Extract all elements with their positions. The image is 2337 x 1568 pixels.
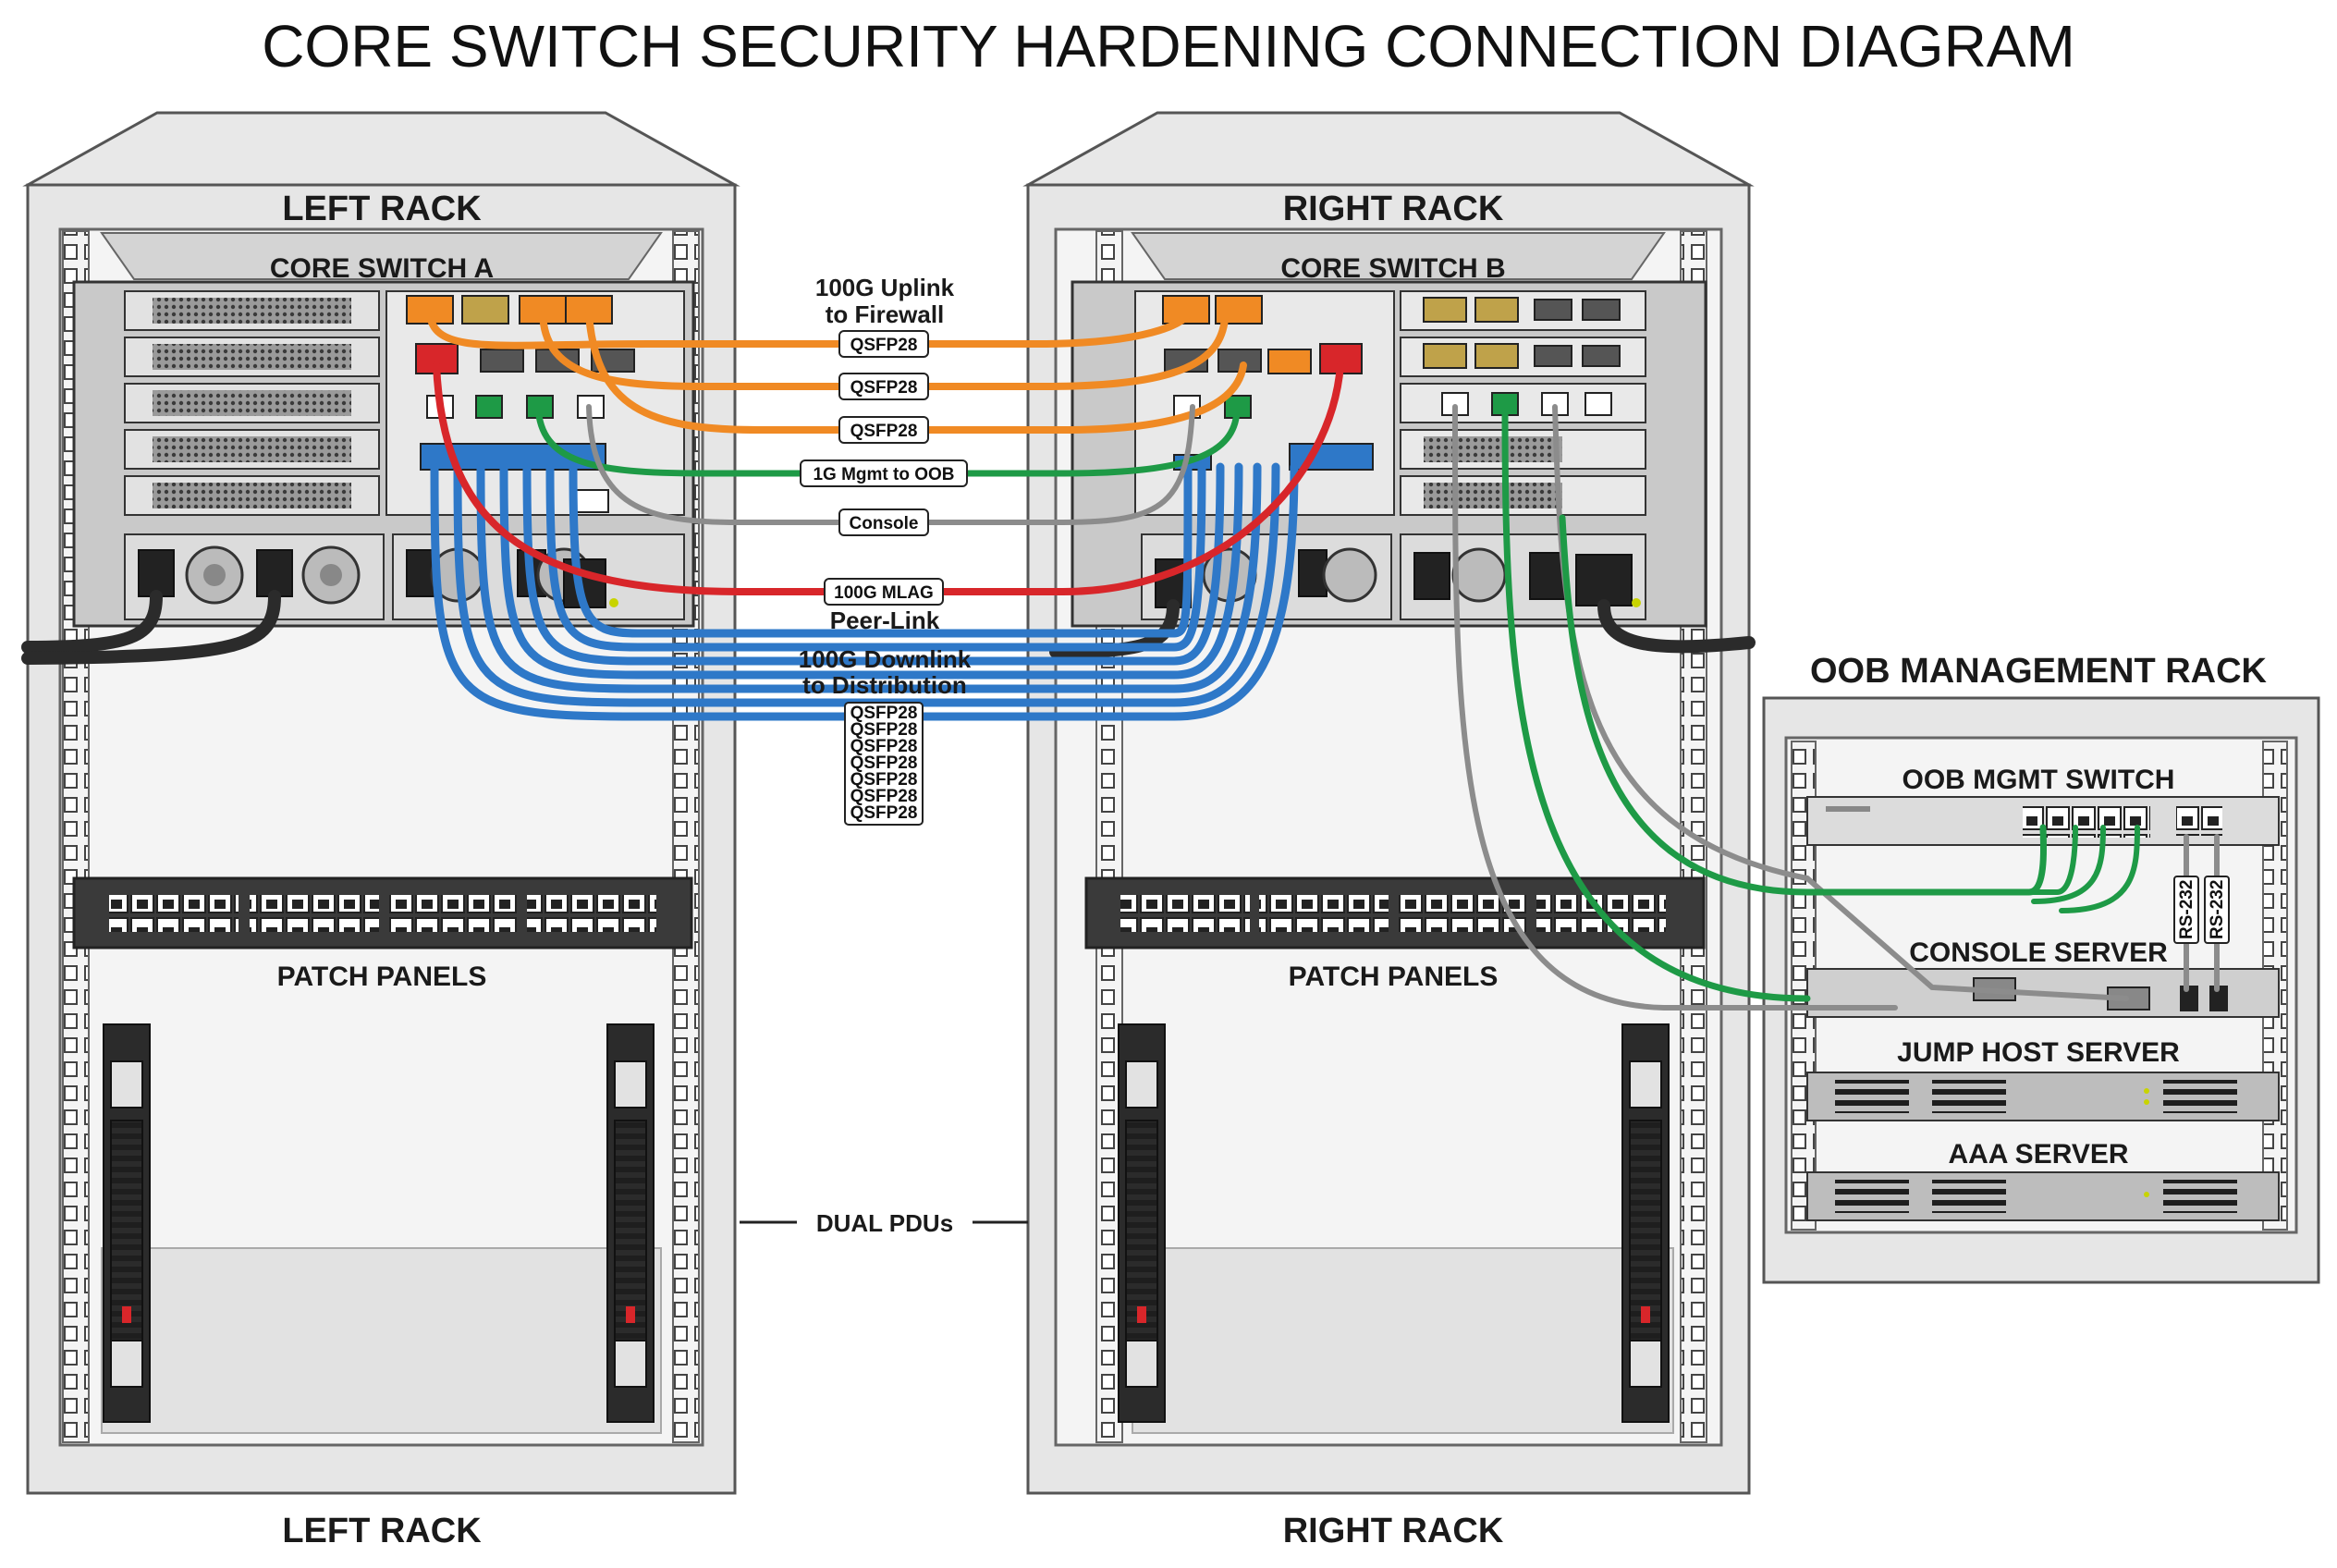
console-cable [1552,404,2129,1001]
pdu-left-2 [606,1023,655,1423]
core-switch-a [72,280,695,628]
left-rack: LEFT RACK [22,111,740,1550]
uplink-cable [426,311,1192,349]
dual-pdus-callout: DUAL PDUs [740,1209,1028,1237]
downlink-cable [476,462,1262,693]
patch-panel-left-label: PATCH PANELS [277,962,487,992]
core-switch-b-label: CORE SWITCH B [1280,253,1505,284]
oob-rack-label: OOB MANAGEMENT RACK [1810,652,2268,691]
uplink-tag-3-text: QSFP28 [850,422,918,441]
diagram-title: CORE SWITCH SECURITY HARDENING CONNECTIO… [262,13,2075,80]
power-cable [21,590,163,654]
rs232-tag-1-text: RS-232 [2177,880,2196,939]
downlink-tag: QSFP28 [850,720,918,740]
mlag-tag: 100G MLAG [824,578,944,606]
mlag-caption: Peer-Link [830,606,940,634]
downlink-cable [499,462,1243,680]
rs232-tag-2-text: RS-232 [2208,880,2227,939]
left-rack-bottom-label: LEFT RACK [282,1512,482,1550]
uplink-tag-1-text: QSFP28 [850,336,918,355]
uplink-caption-line-1: 100G Uplink [815,274,955,301]
uplink-tag-1: QSFP28 [838,330,929,358]
core-switch-a-label: CORE SWITCH A [270,253,494,284]
downlink-tag: QSFP28 [850,753,918,773]
downlink-caption-line-2: to Distribution [802,671,967,699]
right-rack-label: RIGHT RACK [1283,190,1504,228]
dual-pdus-label: DUAL PDUs [816,1209,953,1237]
mlag-cable [433,361,1344,595]
downlink-cable [522,462,1225,666]
pdu-right-2 [1621,1023,1670,1423]
power-cable [1597,599,1756,654]
patch-panel-left [72,876,693,949]
uplink-caption-line-2: to Firewall [826,300,945,328]
downlink-tag-stack: QSFP28 QSFP28 QSFP28 QSFP28 QSFP28 QSFP2… [844,702,924,826]
uplink-tag-2: QSFP28 [838,373,929,400]
uplink-tag-2-text: QSFP28 [850,378,918,398]
console-server-label: CONSOLE SERVER [1909,937,2168,968]
oob-management-rack: OOB MGMT SWITCH CONSOLE SERVER JUMP HOST… [1762,696,2320,1284]
oob-mgmt-switch-label: OOB MGMT SWITCH [1903,765,2175,795]
patch-panel-right-label: PATCH PANELS [1289,962,1499,992]
console-cable [586,404,1195,525]
mlag-tag-text: 100G MLAG [834,583,934,603]
uplink-tag-3: QSFP28 [838,416,929,444]
mgmt-cable [1559,514,2048,896]
uplink-cable [585,311,1247,434]
left-rack-label: LEFT RACK [282,190,482,228]
downlink-cable [545,462,1206,652]
console-cable [1451,404,1898,1011]
downlink-tag: QSFP28 [850,803,918,823]
mgmt-cable [2059,825,2140,913]
rs232-tag-2: RS-232 [2204,876,2230,944]
mgmt-cable [1805,825,2078,895]
right-rack: RIGHT RACK [1022,111,1755,1550]
downlink-tag: QSFP28 [850,704,918,723]
power-cable [21,590,281,665]
mgmt-cable [1501,403,1811,1002]
mgmt-cable [2031,825,2106,904]
right-rack-bottom-label: RIGHT RACK [1283,1512,1504,1550]
mgmt-tag-text: 1G Mgmt to OOB [813,465,954,484]
patch-panel-right [1084,876,1706,949]
downlink-tag: QSFP28 [850,737,918,756]
rs232-tag-1: RS-232 [2173,876,2199,944]
aaa-server-label: AAA SERVER [1948,1139,2128,1170]
downlink-cable [453,462,1280,707]
downlink-caption-line-1: 100G Downlink [799,645,972,673]
jump-host-server [1806,1072,2280,1121]
console-tag: Console [838,508,929,536]
console-tag-text: Console [850,514,919,533]
downlink-cable [430,462,1299,721]
mgmt-tag: 1G Mgmt to OOB [800,459,968,487]
pdu-right-1 [1118,1023,1166,1423]
downlink-tag: QSFP28 [850,787,918,806]
aaa-server [1806,1171,2280,1221]
pdu-left-1 [103,1023,151,1423]
downlink-tag: QSFP28 [850,770,918,790]
jump-host-server-label: JUMP HOST SERVER [1897,1037,2180,1068]
